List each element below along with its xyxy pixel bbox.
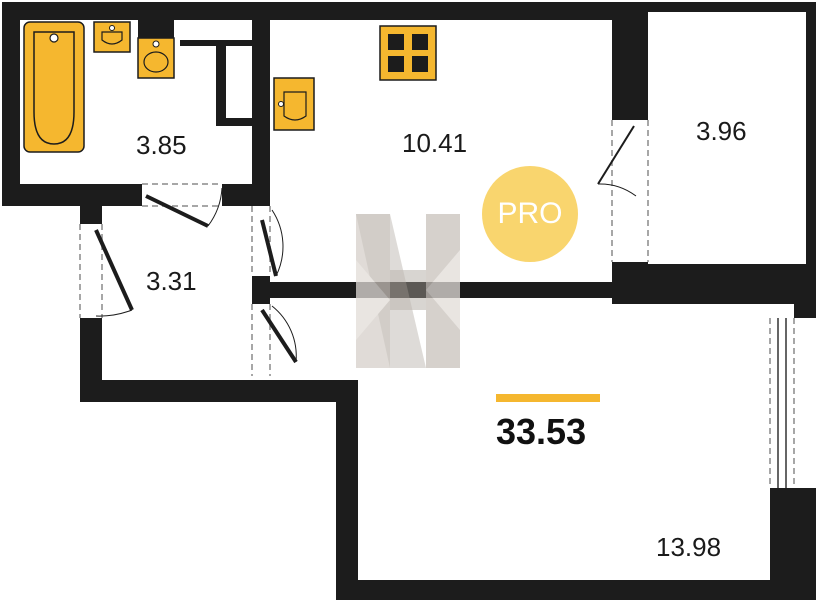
total-accent-bar: [496, 394, 600, 402]
toilet-icon: [137, 20, 175, 79]
room-area-balcony: 3.96: [696, 116, 747, 146]
stove-icon: [379, 25, 437, 81]
pro-badge-text: PRO: [497, 197, 563, 230]
room-area-living-room: 13.98: [656, 532, 722, 562]
watermark-logo: [356, 214, 460, 368]
room-area-bathroom: 3.85: [136, 130, 187, 160]
room-area-hallway: 3.31: [146, 266, 197, 296]
room-area-kitchen: 10.41: [402, 128, 468, 158]
pro-badge: PRO: [482, 166, 578, 262]
window-glass: [777, 318, 787, 488]
kitchen-sink-icon: [273, 77, 315, 131]
total-area: 33.53: [496, 411, 587, 452]
sink-icon: [93, 21, 131, 53]
doors: [94, 125, 635, 364]
bathtub: [23, 21, 85, 153]
door-arcs: [95, 183, 637, 363]
windows: [79, 120, 795, 488]
